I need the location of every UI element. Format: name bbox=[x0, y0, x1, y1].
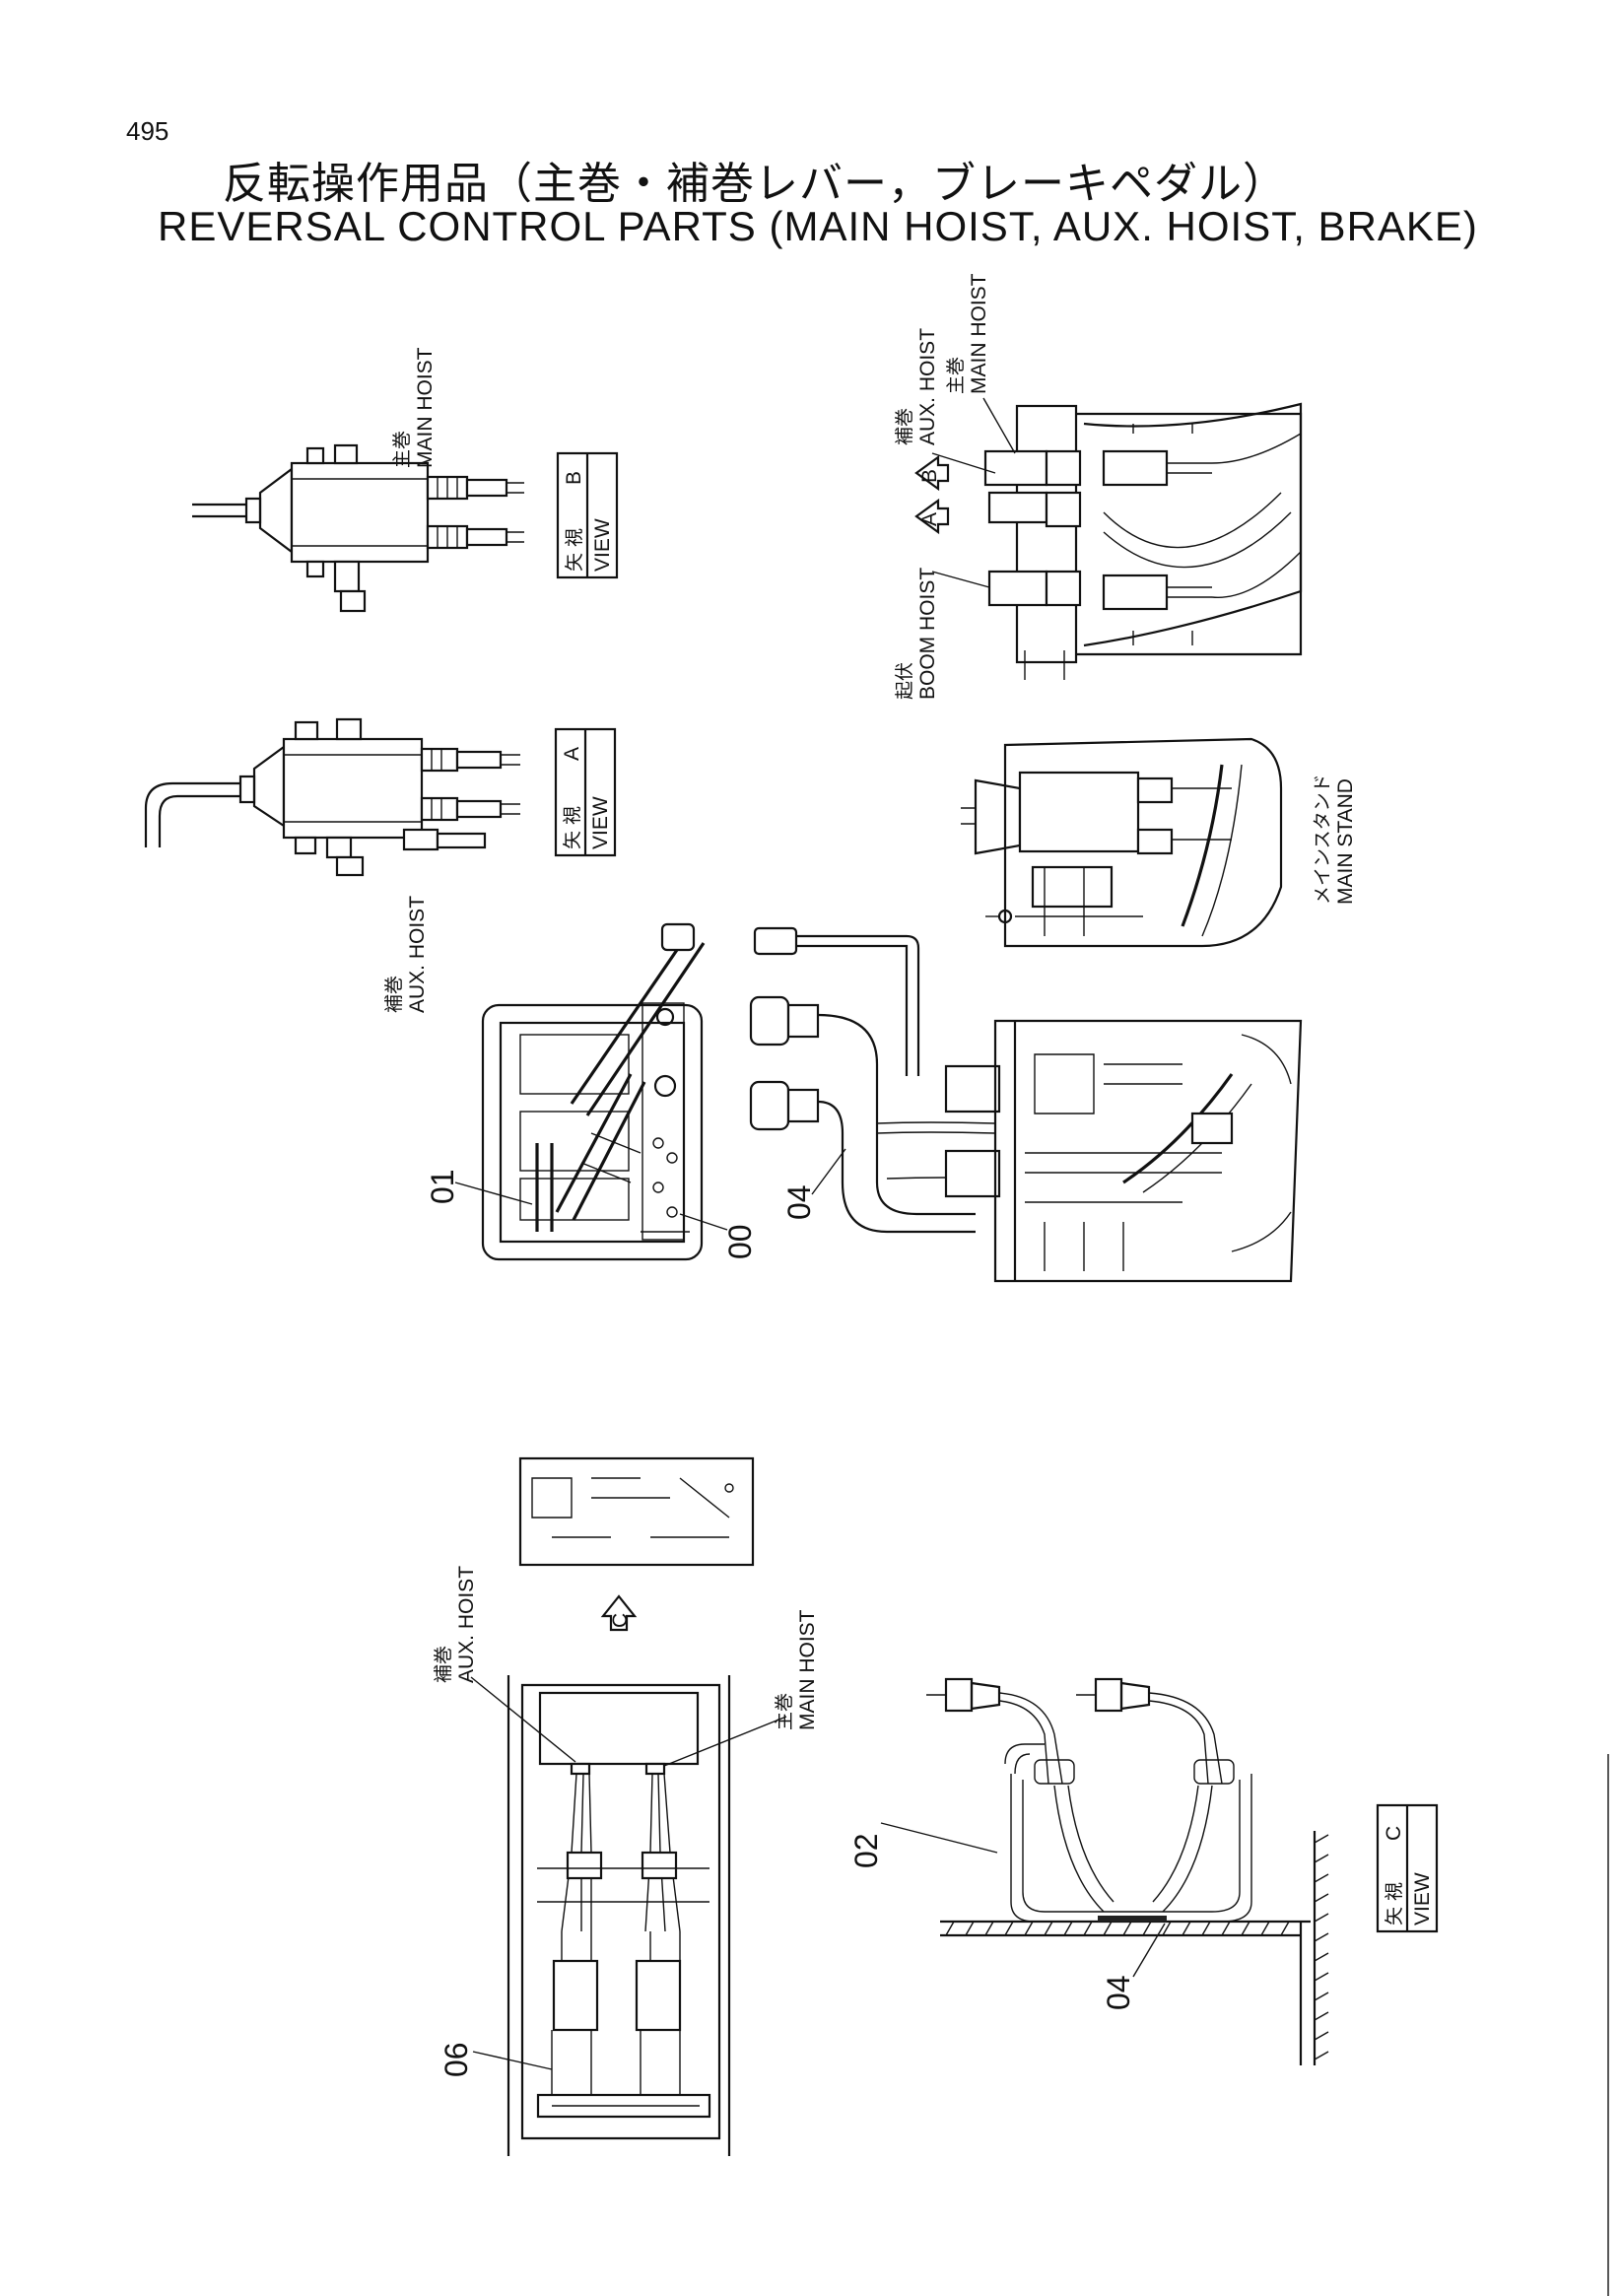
svg-text:矢 視: 矢 視 bbox=[562, 806, 583, 849]
svg-text:A: A bbox=[561, 747, 583, 761]
svg-text:MAIN STAND: MAIN STAND bbox=[1334, 778, 1357, 905]
svg-text:C: C bbox=[1383, 1826, 1405, 1841]
main-hoist-label-b: 主巻 MAIN HOIST bbox=[391, 347, 437, 468]
svg-text:メインスタンド: メインスタンド bbox=[1312, 774, 1333, 905]
lever-console-drawing bbox=[481, 922, 706, 1261]
leader-line-06 bbox=[472, 2051, 553, 2070]
arrow-a-marker: A bbox=[914, 498, 950, 535]
svg-text:MAIN HOIST: MAIN HOIST bbox=[414, 347, 437, 468]
svg-text:主巻: 主巻 bbox=[945, 357, 967, 394]
leader-line-04-bottom bbox=[1132, 1923, 1166, 1978]
arrow-b-marker: B bbox=[914, 454, 950, 492]
part-number-06: 06 bbox=[439, 2042, 474, 2077]
svg-text:VIEW: VIEW bbox=[589, 796, 612, 849]
svg-text:AUX. HOIST: AUX. HOIST bbox=[916, 328, 939, 445]
arrow-c-marker: C bbox=[600, 1594, 638, 1632]
bottom-plan-view-drawing bbox=[507, 1675, 731, 2156]
svg-text:補巻: 補巻 bbox=[433, 1646, 454, 1683]
part-number-01: 01 bbox=[425, 1169, 460, 1204]
view-b-box: 矢 視 VIEW B bbox=[556, 451, 619, 579]
svg-text:補巻: 補巻 bbox=[383, 976, 405, 1013]
svg-text:主巻: 主巻 bbox=[774, 1693, 795, 1730]
top-right-hoist-labels: 補巻 AUX. HOIST 主巻 MAIN HOIST 起伏 BOOM HOIS… bbox=[894, 273, 1016, 700]
leader-line-00 bbox=[679, 1213, 728, 1231]
svg-text:BOOM HOIST: BOOM HOIST bbox=[916, 568, 939, 700]
svg-text:主巻: 主巻 bbox=[391, 431, 413, 468]
view-b-valve-drawing bbox=[192, 443, 524, 613]
part-number-04-top: 04 bbox=[781, 1184, 817, 1220]
leader-line-01 bbox=[454, 1182, 533, 1205]
svg-text:矢 視: 矢 視 bbox=[564, 528, 585, 572]
view-c-detail-drawing bbox=[926, 1677, 1329, 2065]
bottom-hoist-labels: 補巻 AUX. HOIST 主巻 MAIN HOIST bbox=[433, 1566, 819, 1767]
leader-line-04-top bbox=[811, 1148, 846, 1195]
view-a-box: 矢 視 VIEW A bbox=[554, 727, 617, 857]
leader-line-02 bbox=[880, 1822, 998, 1854]
top-right-valve-assembly bbox=[983, 402, 1303, 680]
svg-text:VIEW: VIEW bbox=[1411, 1872, 1434, 1925]
svg-text:AUX. HOIST: AUX. HOIST bbox=[406, 896, 429, 1013]
main-stand-label: メインスタンド MAIN STAND bbox=[1312, 774, 1357, 905]
svg-text:MAIN HOIST: MAIN HOIST bbox=[796, 1609, 819, 1730]
view-c-source-drawing bbox=[518, 1456, 755, 1567]
svg-text:起伏: 起伏 bbox=[894, 662, 915, 700]
svg-text:C: C bbox=[609, 1613, 632, 1628]
main-stand-drawing bbox=[961, 737, 1283, 948]
svg-text:VIEW: VIEW bbox=[591, 518, 614, 572]
view-c-box: 矢 視 VIEW C bbox=[1376, 1803, 1439, 1933]
svg-text:矢 視: 矢 視 bbox=[1384, 1882, 1405, 1925]
aux-hoist-label-a: 補巻 AUX. HOIST bbox=[383, 896, 429, 1013]
cable-valve-assembly-drawing bbox=[749, 926, 1303, 1283]
svg-text:B: B bbox=[918, 469, 941, 483]
page-title-english: REVERSAL CONTROL PARTS (MAIN HOIST, AUX.… bbox=[158, 203, 1478, 249]
part-number-00: 00 bbox=[722, 1224, 758, 1259]
part-number-04-bottom: 04 bbox=[1101, 1975, 1136, 2010]
svg-text:補巻: 補巻 bbox=[894, 408, 915, 445]
part-number-02: 02 bbox=[848, 1833, 884, 1868]
svg-text:A: A bbox=[918, 512, 941, 526]
view-a-valve-drawing bbox=[144, 717, 520, 877]
page-number: 495 bbox=[126, 116, 169, 146]
svg-text:AUX. HOIST: AUX. HOIST bbox=[455, 1566, 478, 1683]
svg-text:B: B bbox=[563, 471, 585, 485]
page-title-japanese: 反転操作用品（主巻・補巻レバー，ブレーキペダル） bbox=[223, 159, 1287, 209]
svg-text:MAIN HOIST: MAIN HOIST bbox=[968, 273, 990, 394]
